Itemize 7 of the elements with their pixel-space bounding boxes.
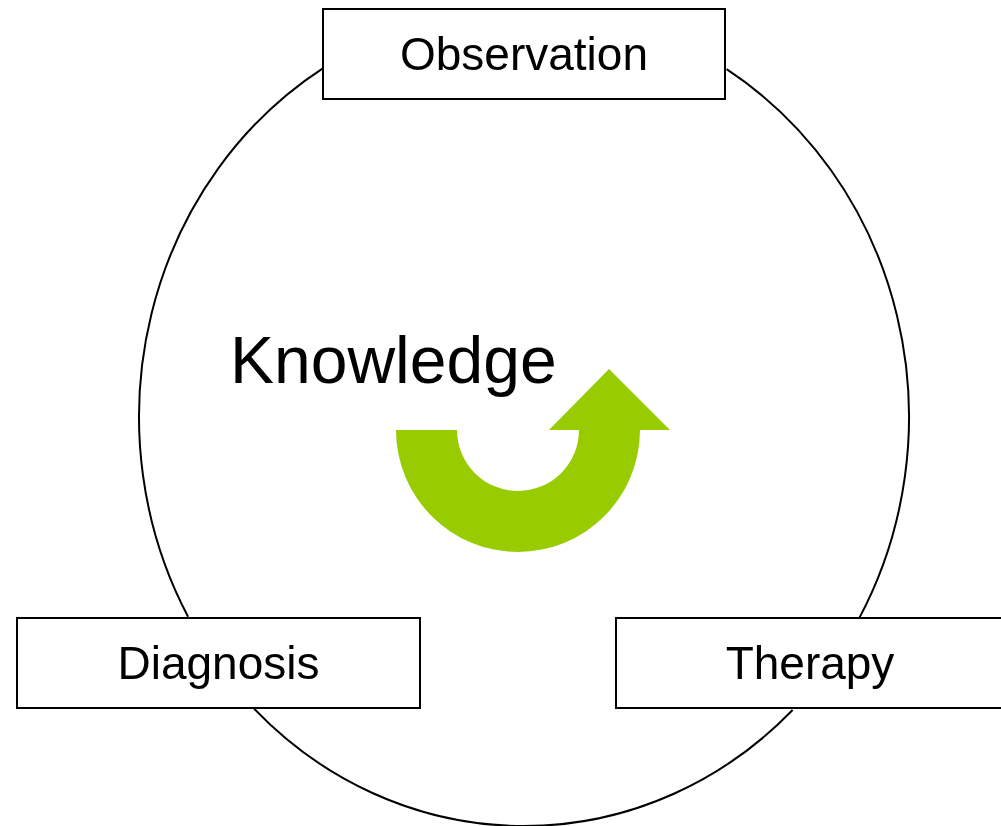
center-label: Knowledge (230, 322, 557, 398)
connector-arc (253, 707, 794, 826)
process-box: Diagnosis (16, 617, 421, 709)
process-box: Observation (322, 8, 726, 100)
connector-arc (725, 68, 910, 620)
process-box: Therapy (615, 617, 1001, 709)
connector-arc (138, 67, 324, 618)
